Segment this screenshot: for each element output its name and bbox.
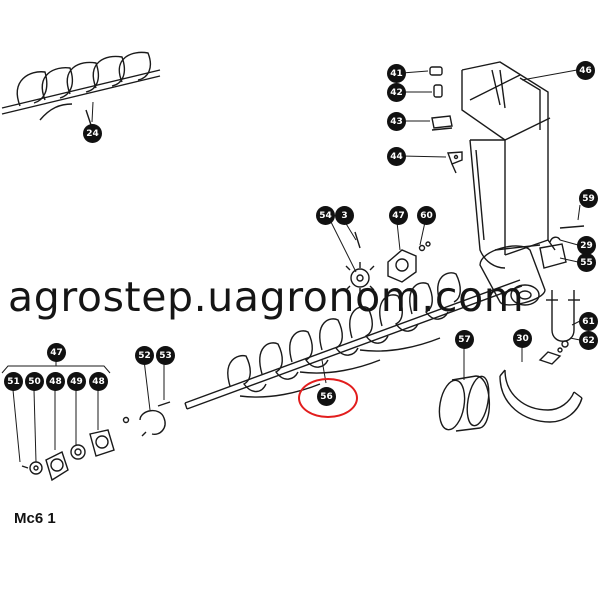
callout-29[interactable]: 29 — [577, 236, 596, 255]
sprocket-54 — [345, 231, 375, 294]
callout-55[interactable]: 55 — [577, 253, 596, 272]
hardware-41-44 — [429, 66, 463, 174]
callout-48-b[interactable]: 48 — [89, 372, 108, 391]
callout-56[interactable]: 56 — [317, 387, 336, 406]
callout-48-a[interactable]: 48 — [46, 372, 65, 391]
callout-54[interactable]: 54 — [316, 206, 335, 225]
clip-52 — [122, 401, 171, 437]
callout-52[interactable]: 52 — [135, 346, 154, 365]
bearing-assembly-47 — [21, 429, 115, 482]
callout-30[interactable]: 30 — [513, 329, 532, 348]
watermark-text: agrostep.uagronom.com — [8, 273, 525, 321]
auger-fragment-top-left — [1, 51, 161, 129]
trough-30 — [499, 351, 583, 423]
callout-42[interactable]: 42 — [387, 83, 406, 102]
callout-41[interactable]: 41 — [387, 64, 406, 83]
u-bolt-61 — [546, 290, 580, 353]
main-auger — [184, 244, 546, 410]
bracket-29-55 — [539, 225, 585, 269]
elevator-housing — [461, 61, 556, 269]
callout-24[interactable]: 24 — [83, 124, 102, 143]
callout-60[interactable]: 60 — [417, 206, 436, 225]
callout-47-assembly[interactable]: 47 — [47, 343, 66, 362]
bearing-ring-57 — [438, 375, 491, 432]
callout-62[interactable]: 62 — [579, 331, 598, 350]
callout-43[interactable]: 43 — [387, 112, 406, 131]
callout-44[interactable]: 44 — [387, 147, 406, 166]
callout-53[interactable]: 53 — [156, 346, 175, 365]
callout-59[interactable]: 59 — [579, 189, 598, 208]
callout-3[interactable]: 3 — [335, 206, 354, 225]
callout-46[interactable]: 46 — [576, 61, 595, 80]
callout-61[interactable]: 61 — [579, 312, 598, 331]
flange-47 — [387, 241, 431, 283]
callout-50[interactable]: 50 — [25, 372, 44, 391]
callout-47-flange[interactable]: 47 — [389, 206, 408, 225]
callout-51[interactable]: 51 — [4, 372, 23, 391]
callout-57[interactable]: 57 — [455, 330, 474, 349]
highlight-ring-56 — [298, 378, 358, 418]
figure-code: Mc6 1 — [14, 510, 56, 527]
callout-49[interactable]: 49 — [67, 372, 86, 391]
